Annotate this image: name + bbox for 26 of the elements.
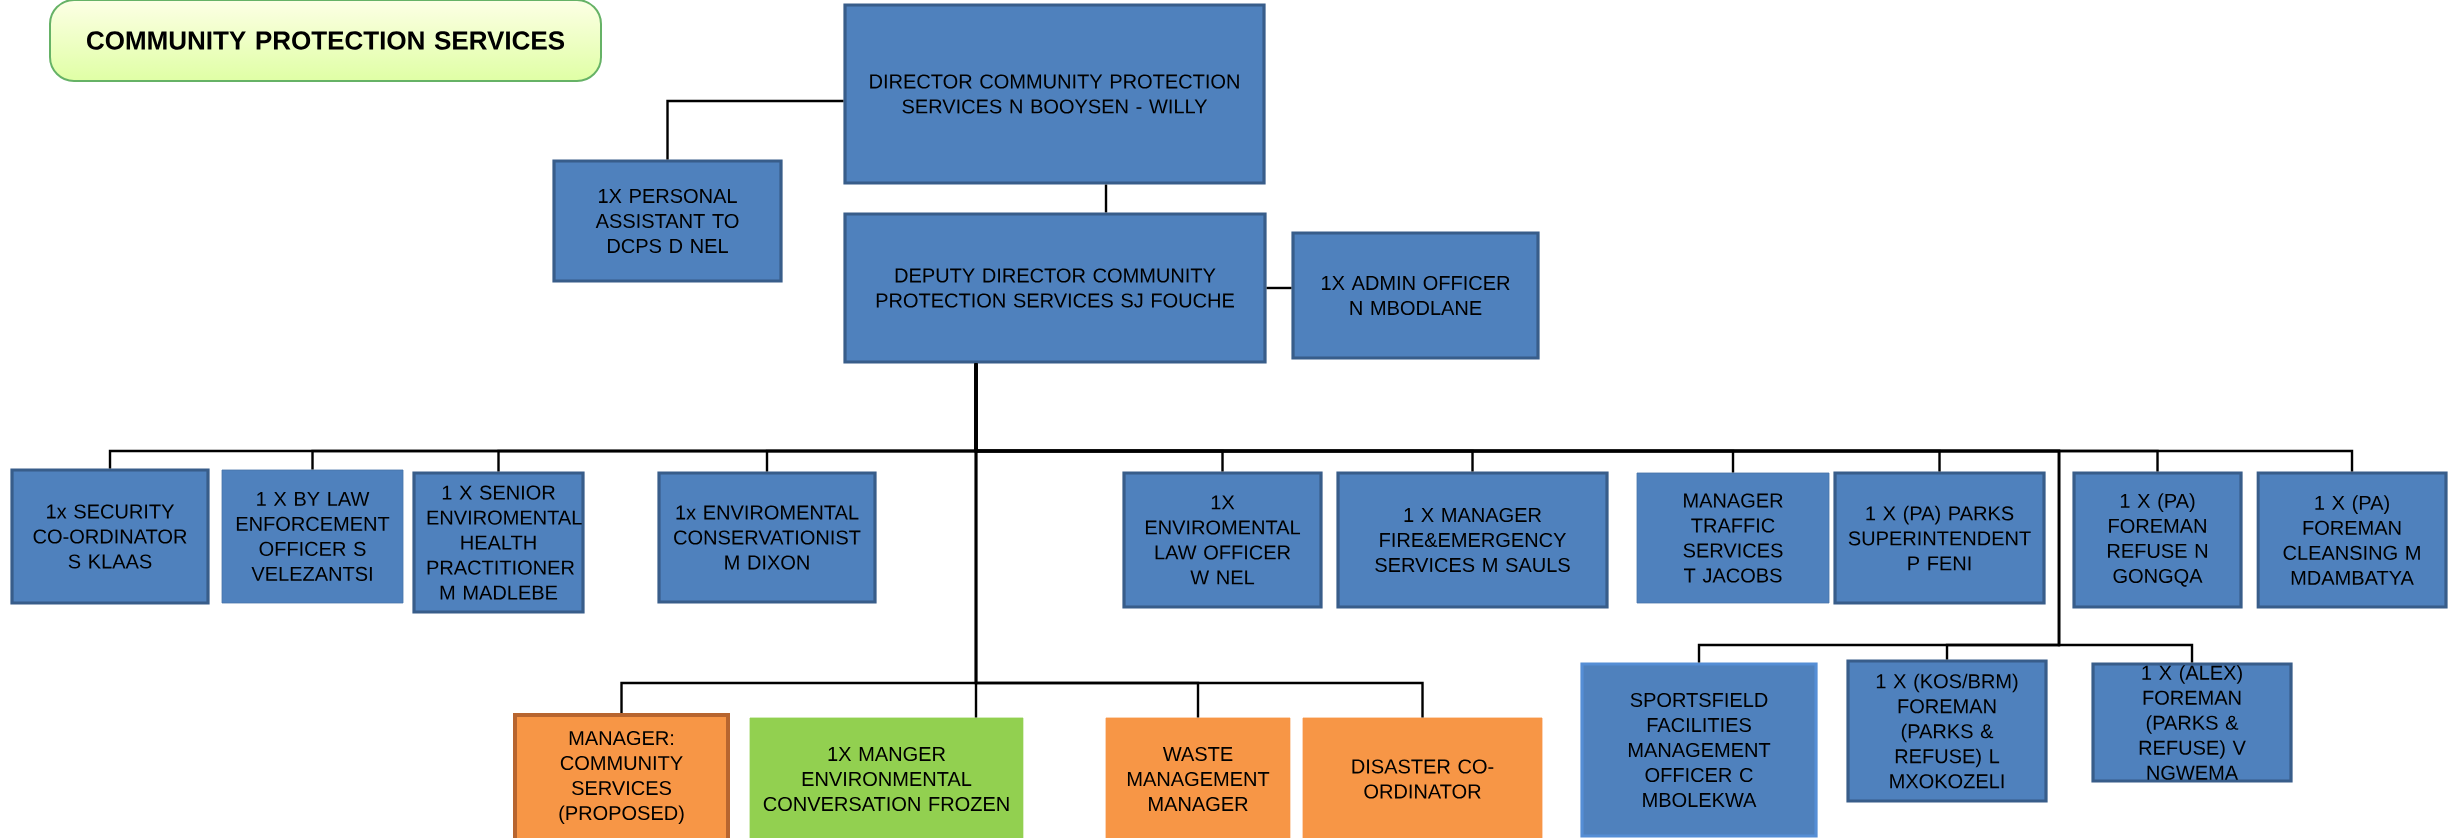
position-box: 1 X (PA) FOREMAN CLEANSING M MDAMBATYA [2256,471,2448,609]
title-box: COMMUNITY PROTECTION SERVICES [49,0,602,82]
position-box: WASTE MANAGEMENT MANAGER [1105,717,1291,838]
position-box: MANAGER TRAFFIC SERVICES T JACOBS [1636,472,1830,604]
position-box: 1 X (PA) FOREMAN REFUSE N GONGQA [2072,471,2243,609]
position-box: 1X ENVIROMENTAL LAW OFFICER W NEL [1122,471,1323,609]
connector-line [666,99,844,160]
position-box: DEPUTY DIRECTOR COMMUNITY PROTECTION SERVICES SJ FOUCHE [843,212,1267,364]
position-box: 1x SECURITY CO-ORDINATOR S KLAAS [10,468,210,605]
connector-line [1104,184,1108,213]
position-box: 1 X (PA) PARKS SUPERINTENDENT P FENI [1833,471,2046,605]
position-box: DISASTER CO-ORDINATOR [1302,717,1543,838]
position-box: 1X ADMIN OFFICER N MBODLANE [1291,231,1540,360]
position-box: SPORTSFIELD FACILITIES MANAGEMENT OFFICER C MBOLEKWA [1580,662,1818,838]
connector-line [1266,286,1292,290]
position-box: 1 X (ALEX) FOREMAN (PARKS & REFUSE) V NGWEMA [2091,662,2293,783]
position-box: 1X MANGER ENVIRONMENTAL CONVERSATION FROZEN [749,717,1024,838]
position-box: MANAGER: COMMUNITY SERVICES (PROPOSED) [513,713,730,838]
position-box: 1 X BY LAW ENFORCEMENT OFFICER S VELEZANTSI [221,469,404,604]
position-box: 1x ENVIROMENTAL CONSERVATIONIST M DIXON [657,471,877,604]
position-box: 1 X MANAGER FIRE&EMERGENCY SERVICES M SAULS [1336,471,1609,609]
position-box: DIRECTOR COMMUNITY PROTECTION SERVICES N BOOYSEN - WILLY [843,3,1266,185]
position-box: 1 X (KOS/BRM) FOREMAN (PARKS & REFUSE) L MXOKOZELI [1846,659,2048,803]
connector-line [974,363,1424,718]
position-box: 1 X SENIOR ENVIROMENTAL HEALTH PRACTITIONER M MADLEBE [412,471,585,614]
position-box: 1X PERSONAL ASSISTANT TO DCPS D NEL [552,159,783,283]
